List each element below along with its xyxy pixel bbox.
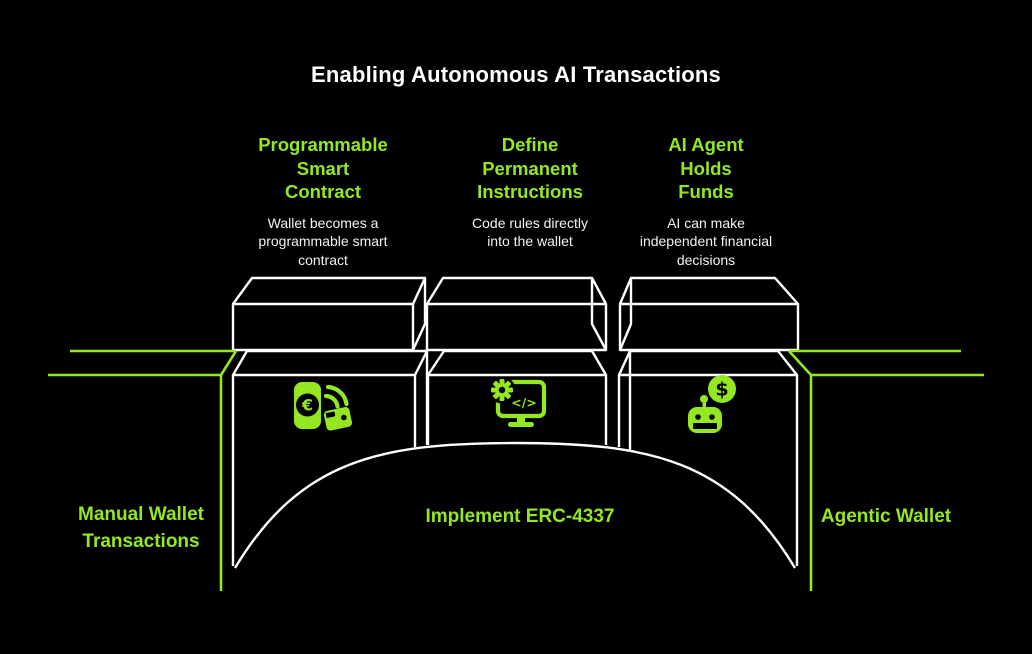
bridge-deck-and-pillars	[231, 349, 799, 569]
column-description: Code rules directly into the wallet	[472, 214, 588, 250]
bridge-label-agentic-wallet: Agentic Wallet	[820, 506, 952, 527]
bridge-boxes-row1	[231, 276, 800, 352]
column-define-permanent-instructions: Define Permanent Instructions Code rules…	[430, 133, 630, 251]
column-heading: Programmable Smart Contract	[258, 134, 388, 202]
column-description: Wallet becomes a programmable smart cont…	[258, 214, 388, 268]
bridge-label-implement-erc-4337: Implement ERC-4337	[425, 506, 615, 527]
bridge-label-manual-wallet-transactions: Manual Wallet Transactions	[78, 504, 204, 552]
svg-text:</>: </>	[511, 395, 537, 410]
column-heading: AI Agent Holds Funds	[668, 134, 744, 202]
svg-text:$: $	[715, 379, 728, 401]
column-heading: Define Permanent Instructions	[477, 134, 583, 202]
page-title: Enabling Autonomous AI Transactions	[311, 62, 721, 87]
gear-glyph	[491, 379, 513, 401]
deck-green-lines	[48, 349, 984, 591]
monitor-code-gear-icon: </>	[488, 376, 547, 427]
smartwatch-contactless-payment-icon: €	[294, 382, 353, 431]
column-ai-agent-holds-funds: AI Agent Holds Funds AI can make indepen…	[606, 133, 806, 269]
column-programmable-smart-contract: Programmable Smart Contract Wallet becom…	[223, 133, 423, 269]
robot-dollar-coin-icon: $	[688, 375, 736, 433]
svg-text:€: €	[301, 396, 313, 415]
column-description: AI can make independent financial decisi…	[639, 214, 773, 268]
